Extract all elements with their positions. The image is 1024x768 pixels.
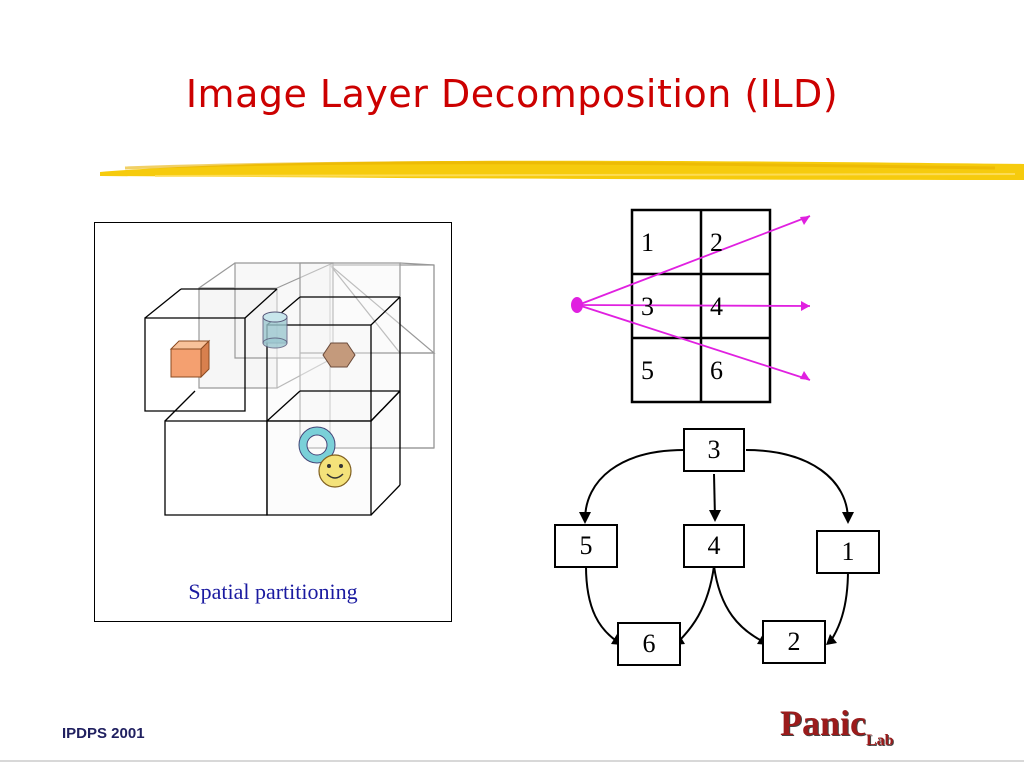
- orange-cube-icon: [169, 339, 211, 379]
- grid-cell-4: 4: [710, 292, 723, 321]
- tree-node-root: 3: [683, 428, 745, 472]
- tree-node-middle-child: 2: [762, 620, 826, 664]
- grid-cell-3: 3: [641, 292, 654, 321]
- grid-cell-5: 5: [641, 356, 654, 385]
- highlight-bar: [100, 160, 1024, 180]
- tree-node-left: 5: [554, 524, 618, 568]
- slide-title: Image Layer Decomposition (ILD): [185, 72, 839, 116]
- grid-cell-1: 1: [641, 228, 654, 257]
- logo-main-text: Panic: [780, 703, 866, 743]
- spatial-partitioning-panel: Spatial partitioning: [94, 222, 452, 622]
- grid-cell-6: 6: [710, 356, 723, 385]
- tree-node-left-child: 6: [617, 622, 681, 666]
- hexagon-icon: [322, 342, 356, 368]
- spatial-partitioning-caption: Spatial partitioning: [188, 579, 358, 604]
- tree-node-middle: 4: [683, 524, 745, 568]
- smiley-icon: [318, 454, 352, 488]
- conference-label: IPDPS 2001: [62, 725, 145, 742]
- footer-divider: [0, 760, 1024, 762]
- logo-sub-text: Lab: [866, 732, 894, 749]
- grid-diagram: [571, 208, 811, 404]
- cylinder-icon: [262, 311, 288, 349]
- ring-icon: [298, 426, 336, 464]
- cube-illustration: [144, 262, 436, 516]
- panic-lab-logo: PanicLab: [780, 702, 894, 749]
- tree-node-right: 1: [816, 530, 880, 574]
- grid-cell-2: 2: [710, 228, 723, 257]
